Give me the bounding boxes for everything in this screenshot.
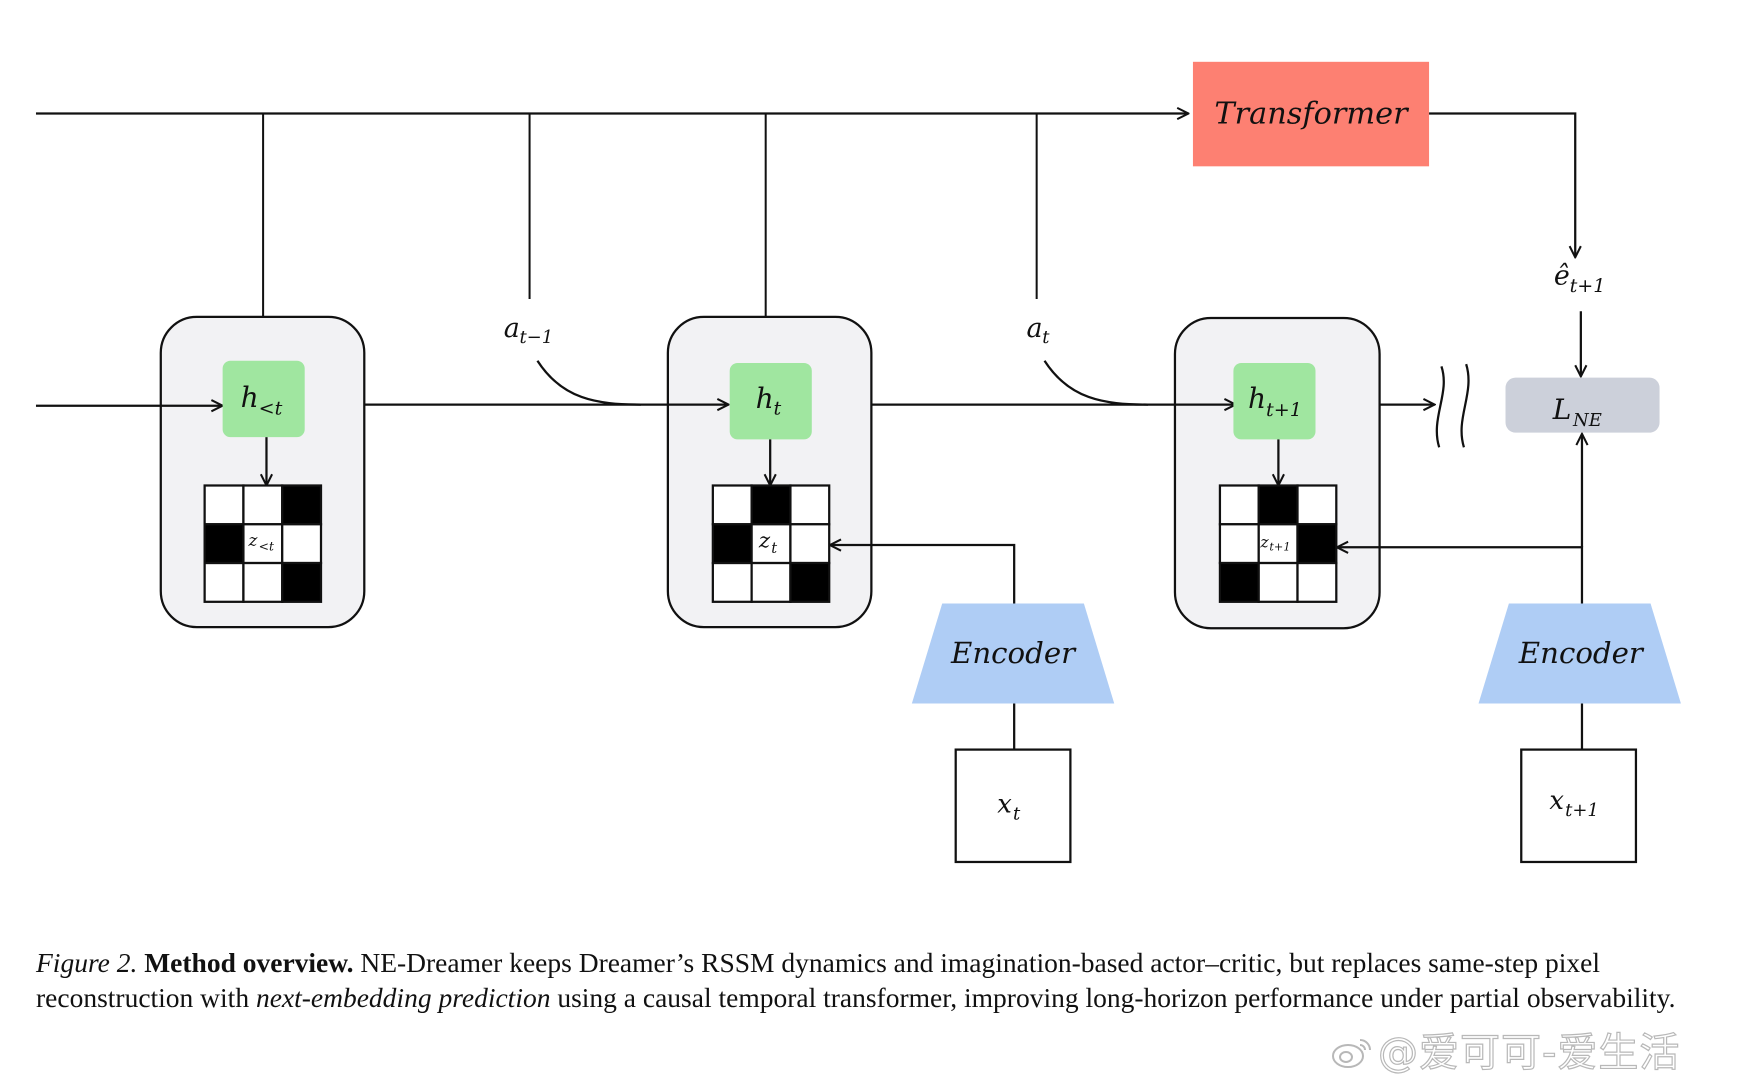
- caption-text-2: using a causal temporal transformer, imp…: [550, 981, 1676, 1013]
- z-cell-empty: [1296, 484, 1338, 526]
- action-symbol: a: [1027, 313, 1043, 344]
- z-cell-empty: [789, 523, 831, 565]
- encoder-label: Encoder: [950, 636, 1077, 670]
- z-cell-filled: [1257, 484, 1299, 526]
- z-cell-filled: [1296, 523, 1338, 565]
- encoder-label: Encoder: [1518, 636, 1645, 670]
- h-block-1: h <t: [222, 360, 305, 438]
- z-cell-empty: [789, 484, 831, 526]
- caption-emphasis: next-embedding prediction: [255, 981, 551, 1013]
- z-cell-filled: [281, 561, 323, 603]
- h-symbol: h: [756, 382, 774, 415]
- x-symbol: x: [997, 790, 1012, 820]
- z-cell-filled: [750, 484, 792, 526]
- observation-box-2: x t+1: [1520, 748, 1638, 864]
- h-block-2: h t: [729, 362, 812, 440]
- action-symbol: a: [504, 313, 520, 344]
- action-curve-tm1: [536, 360, 641, 406]
- encoder-block-1: Encoder: [911, 603, 1115, 704]
- transformer-label: Transformer: [1214, 97, 1409, 132]
- predicted-embedding-label: ê t+1: [1554, 260, 1606, 297]
- z-label-3: z t+1: [1259, 532, 1290, 553]
- z-cell-empty: [1257, 523, 1299, 565]
- x-subscript: t+1: [1565, 800, 1599, 821]
- sequence-break-icon: [1435, 363, 1470, 448]
- caption-text-1: NE-Dreamer keeps Dreamer’s RSSM dynamics…: [36, 947, 1600, 1013]
- x-subscript: t: [1013, 803, 1021, 824]
- z-cell-filled: [711, 523, 753, 565]
- z-cell-empty: [242, 523, 284, 565]
- z-symbol: z: [1259, 532, 1269, 551]
- z-subscript: t: [771, 540, 777, 557]
- z-cell-empty: [203, 561, 245, 603]
- z-cell-empty: [281, 523, 323, 565]
- z-cell-filled: [203, 523, 245, 565]
- z-subscript: t+1: [1269, 541, 1290, 554]
- figure-caption: Figure 2. Method overview. NE-Dreamer ke…: [36, 946, 1726, 1015]
- z-cell-empty: [203, 484, 245, 526]
- encoder-block-2: Encoder: [1478, 603, 1681, 704]
- z-cell-filled: [1218, 561, 1260, 603]
- h-subscript: t+1: [1266, 398, 1302, 421]
- loss-block: L NE: [1505, 377, 1660, 433]
- z-cell-empty: [242, 561, 284, 603]
- loss-symbol: L: [1552, 393, 1572, 426]
- z-cell-filled: [789, 561, 831, 603]
- transformer-block: Transformer: [1192, 61, 1430, 167]
- h-subscript: <t: [259, 397, 283, 420]
- observation-box-1: x t: [954, 748, 1072, 864]
- z-cell-filled: [281, 484, 323, 526]
- z-label-2: z t: [758, 528, 777, 557]
- z-cell-empty: [711, 484, 753, 526]
- z-cell-empty: [1218, 523, 1260, 565]
- action-label-tm1: a t−1: [504, 313, 553, 348]
- x-symbol: x: [1549, 786, 1564, 816]
- e-hat-symbol: ê: [1554, 260, 1570, 291]
- h-symbol: h: [1248, 382, 1266, 415]
- watermark-text: @爱可可-爱生活: [1377, 1029, 1681, 1076]
- z-label-1: z <t: [247, 530, 273, 553]
- z-cell-empty: [1296, 561, 1338, 603]
- figure-label: Figure 2.: [36, 947, 138, 978]
- watermark: @爱可可-爱生活: [1330, 1020, 1680, 1078]
- weibo-icon: [1332, 1039, 1371, 1068]
- e-hat-subscript: t+1: [1570, 274, 1606, 297]
- action-subscript: t: [1042, 327, 1050, 348]
- action-label-t: a t: [1027, 313, 1051, 348]
- z-cell-empty: [750, 561, 792, 603]
- caption-title: Method overview.: [144, 947, 354, 978]
- z-subscript: <t: [259, 540, 274, 554]
- action-subscript: t−1: [519, 327, 553, 348]
- z-grid-3: [1218, 484, 1338, 603]
- h-block-3: h t+1: [1233, 362, 1316, 440]
- z-cell-empty: [711, 561, 753, 603]
- z-cell-empty: [1218, 484, 1260, 526]
- transformer-output-line: [1429, 112, 1575, 258]
- h-subscript: t: [774, 397, 782, 420]
- z-grid-1: [203, 484, 323, 603]
- z-symbol: z: [247, 530, 257, 550]
- loss-subscript: NE: [1572, 410, 1602, 431]
- encoder-to-z-arrow-1: [830, 545, 1016, 604]
- h-symbol: h: [241, 381, 259, 414]
- z-cell-empty: [1257, 561, 1299, 603]
- z-grid-2: [711, 484, 831, 603]
- z-symbol: z: [758, 528, 771, 553]
- action-curve-t: [1043, 360, 1148, 406]
- z-cell-empty: [242, 484, 284, 526]
